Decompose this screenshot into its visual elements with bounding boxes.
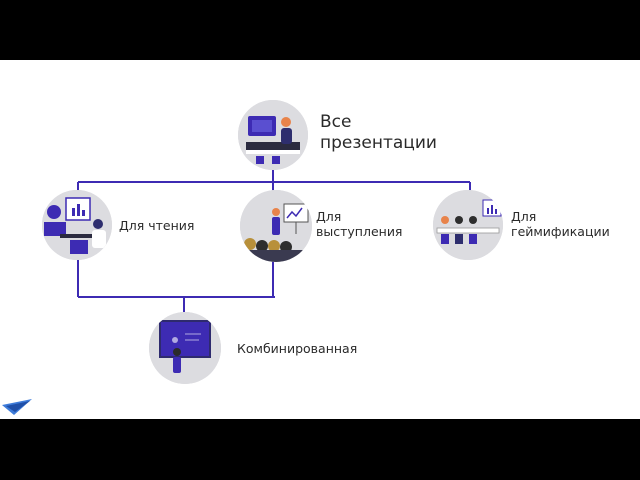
combined-illustration [149,312,221,384]
all-presentations-label-line2: презентации [320,133,437,154]
for-gamification-label-line2: геймификации [511,224,610,239]
checkmark-wing-logo-icon [2,399,32,415]
for-performance-label: Для выступления [316,209,402,239]
for-performance-illustration [240,190,312,262]
for-performance-label-line2: выступления [316,224,403,239]
slide-canvas: Все презентации Для чтения [0,60,640,419]
combined-label: Комбинированная [237,341,358,356]
for-gamification-label-line1: Для [511,209,537,224]
for-performance-label-line1: Для [316,209,342,224]
all-presentations-label-line1: Все [320,112,352,132]
for-reading-illustration [42,190,112,260]
for-reading-label: Для чтения [119,218,195,233]
for-gamification-illustration [433,190,503,260]
for-gamification-label: Для геймификации [511,209,610,239]
all-presentations-label: Все презентации [320,112,437,155]
all-presentations-illustration [238,100,308,170]
